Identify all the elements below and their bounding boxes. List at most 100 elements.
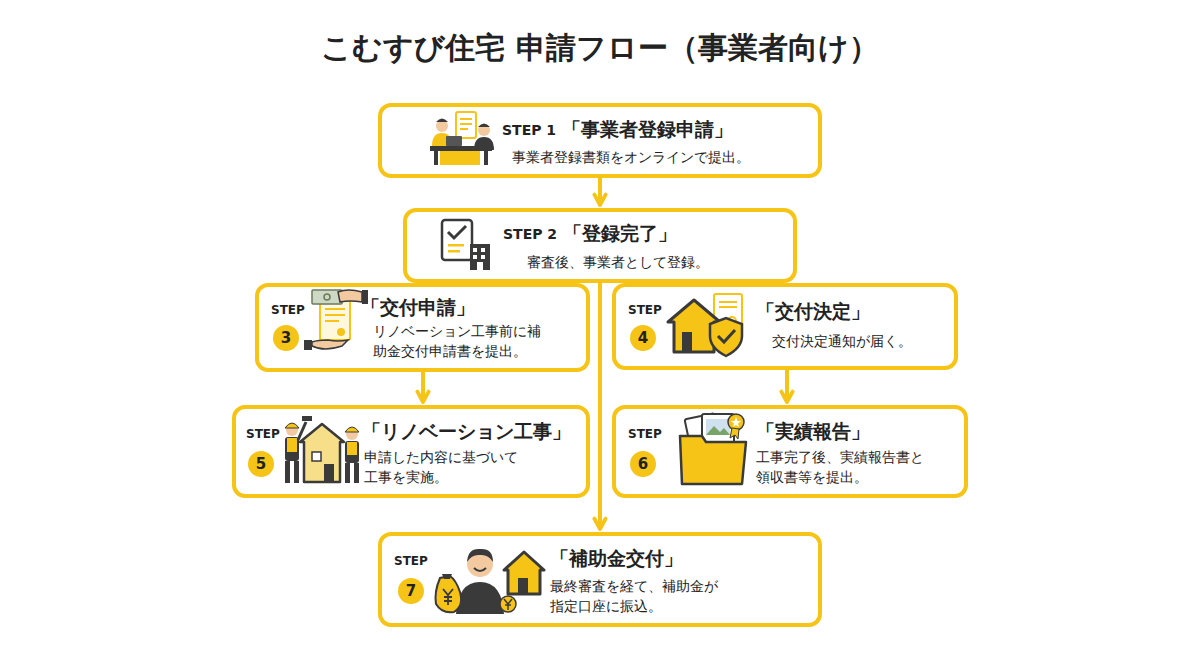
step-heading: 「交付決定」: [756, 299, 870, 325]
payout-icon-part: [518, 578, 528, 594]
application-icon-part: [325, 314, 345, 316]
folder-icon-part: [731, 417, 741, 427]
payout-icon-part: [442, 574, 452, 579]
step-label: STEP: [394, 554, 428, 568]
step-heading: 「リノベーション工事」: [362, 419, 571, 445]
step-label: STEP: [628, 427, 662, 441]
step-box: STEP 6 「実績報告」工事完了後、実績報告書と 領収書等を提出。: [612, 405, 968, 498]
step-box: STEP 1 「事業者登録申請」事業者登録書類をオンラインで提出。: [378, 103, 822, 178]
workers-icon-part: [346, 428, 358, 440]
desk-icon-part: [478, 124, 490, 136]
flow-arrow: [421, 372, 425, 402]
payout-icon-part: [504, 552, 544, 594]
payout-icon-part: [436, 576, 462, 612]
registered-icon-part: [477, 262, 483, 270]
step-box: STEP 3 「交付申請」リノベーション工事前に補 助金交付申請書を提出。: [255, 283, 590, 372]
step-label: STEP: [628, 303, 662, 317]
workers-icon-part: [287, 438, 297, 452]
registered-icon: [442, 220, 490, 270]
registered-icon-part: [448, 244, 464, 247]
flow-arrow: [785, 370, 789, 402]
folder-icon-part: [730, 428, 739, 439]
step-heading: 「補助金交付」: [550, 546, 683, 572]
house-shield-icon-part: [682, 332, 692, 352]
step-label: STEP 2: [503, 226, 557, 242]
workers-icon-part: [345, 463, 350, 483]
desk-icon-part: [484, 151, 488, 165]
desk-icon-part: [460, 123, 472, 125]
step-number: 3: [273, 325, 299, 351]
workers-icon: [285, 416, 359, 483]
workers-icon-part: [285, 437, 299, 461]
payout-icon-part: [467, 549, 493, 562]
application-icon-part: [325, 320, 339, 322]
flow-arrow: [598, 178, 602, 205]
step-heading: 「実績報告」: [756, 419, 870, 445]
workers-icon-part: [324, 464, 334, 482]
house-shield-icon-part: [719, 301, 737, 303]
registered-icon-part: [448, 250, 460, 253]
step-description: 工事完了後、実績報告書と 領収書等を提出。: [756, 447, 931, 488]
application-icon: [304, 290, 368, 350]
payout-icon-part: [504, 599, 512, 610]
payout-icon-part: [443, 589, 453, 605]
house-shield-icon-part: [719, 306, 737, 308]
step-label: STEP: [246, 427, 280, 441]
step-box: STEP7「補助金交付」最終審査を経て、補助金が 指定口座に振込。: [378, 532, 822, 627]
registered-icon-part: [481, 255, 485, 259]
registered-icon-part: [473, 248, 477, 252]
house-shield-icon-part: [710, 318, 742, 356]
step-label: STEP: [271, 303, 305, 317]
desk-icon-part: [430, 146, 492, 151]
step-label: STEP 1: [502, 122, 556, 138]
step-box: STEP4「交付決定」交付決定通知が届く。: [612, 283, 958, 370]
application-icon-part: [312, 340, 348, 349]
registered-icon-part: [448, 226, 466, 238]
application-icon-part: [325, 308, 345, 310]
workers-icon-part: [294, 461, 299, 483]
application-icon-part: [304, 340, 312, 350]
application-icon-part: [324, 294, 330, 300]
desk-icon-part: [456, 112, 476, 138]
workers-icon-part: [285, 423, 299, 428]
step-box: STEP 2「登録完了」審査後、事業者として登録。: [403, 208, 797, 283]
step-heading: 「交付申請」: [361, 295, 475, 321]
registered-icon-part: [473, 255, 477, 259]
desk-icon-part: [478, 124, 490, 128]
payout-icon-part: [474, 568, 486, 571]
step-description: 交付決定通知が届く。: [772, 331, 912, 351]
step-heading: 「事業者登録申請」: [562, 117, 733, 143]
folder-icon-part: [680, 436, 746, 484]
step-number: 5: [248, 451, 274, 477]
workers-icon-part: [347, 442, 357, 455]
desk-icon-part: [436, 119, 448, 123]
step-description: 事業者登録書類をオンラインで提出。: [512, 147, 750, 167]
desk-icon-part: [460, 128, 468, 130]
step-number: 7: [398, 578, 424, 604]
desk-icon-part: [440, 151, 480, 165]
diagram-title: こむすび住宅 申請フロー（事業者向け）: [0, 28, 1200, 69]
workers-icon-part: [302, 416, 312, 421]
step-description: 申請した内容に基づいて 工事を実施。: [364, 447, 525, 488]
payout-icon-part: [456, 582, 504, 614]
workers-icon-part: [298, 422, 306, 440]
registered-icon-part: [481, 248, 485, 252]
application-icon-part: [337, 328, 345, 336]
workers-icon-part: [345, 441, 359, 463]
step-description: リノベーション工事前に補 助金交付申請書を提出。: [373, 321, 548, 362]
desk-icon-part: [446, 136, 462, 146]
house-shield-icon: [668, 294, 742, 356]
step-number: 6: [630, 451, 656, 477]
folder-icon-part: [706, 419, 730, 435]
payout-icon-part: [500, 596, 516, 612]
workers-icon-part: [286, 424, 298, 436]
folder-icon-part: [728, 414, 744, 430]
desk-icon-part: [460, 118, 472, 120]
flow-arrow: [598, 283, 602, 529]
folder-icon: [680, 413, 746, 484]
workers-icon-part: [354, 463, 359, 483]
workers-icon-part: [345, 427, 359, 432]
house-shield-icon-part: [718, 330, 735, 342]
registered-icon-part: [470, 244, 490, 270]
